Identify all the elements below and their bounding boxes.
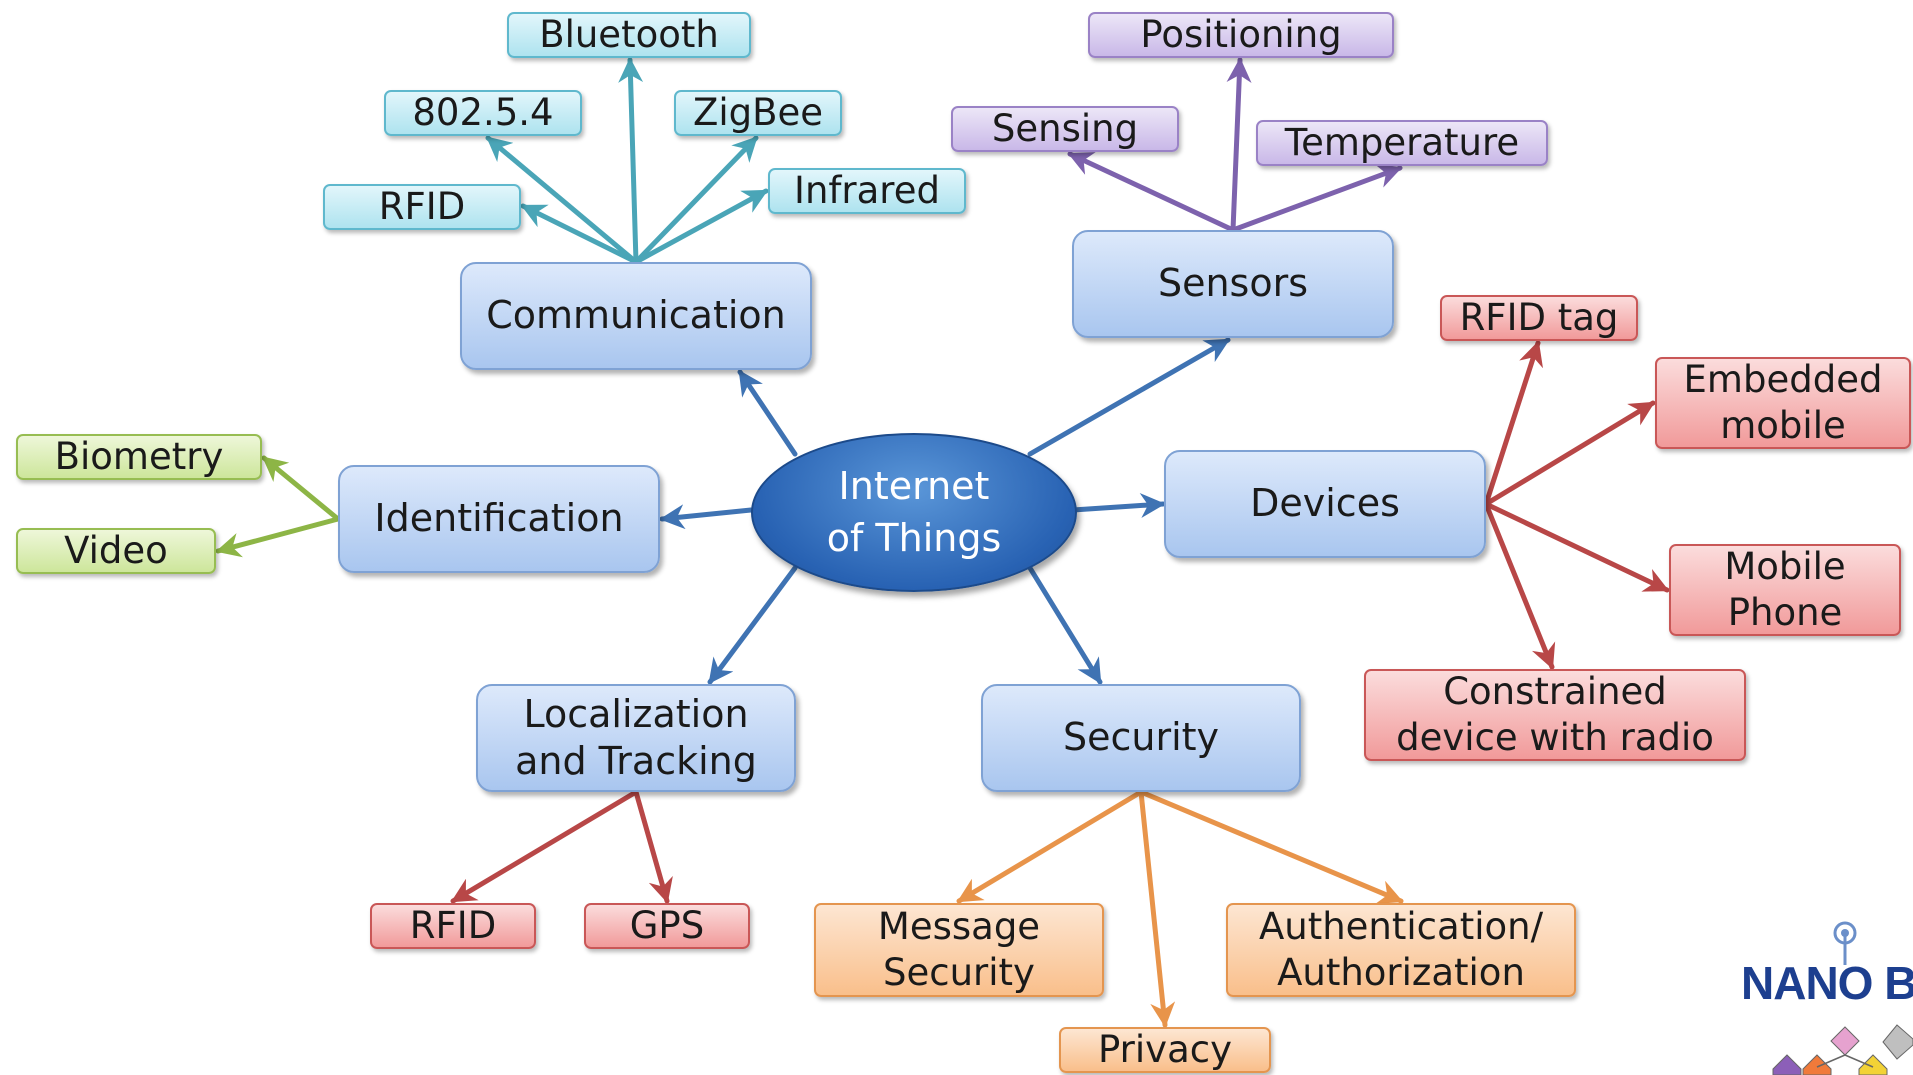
node-localization-and-tracking: Localization and Tracking	[476, 684, 796, 792]
arrow-communication-to-zigbee	[633, 135, 759, 265]
leaf-bluetooth: Bluetooth	[507, 12, 751, 58]
arrow-sensors-to-temperature	[1230, 164, 1403, 233]
node-sensors: Sensors	[1072, 230, 1394, 338]
arrow-localization-to-gps	[633, 789, 673, 904]
nanoblu-logo-text: NANO BLU	[1741, 957, 1913, 1009]
node-security: Security	[981, 684, 1301, 792]
leaf-zigbee: ZigBee	[674, 90, 842, 136]
arrow-hub-to-communication	[737, 369, 798, 457]
leaf-temperature: Temperature	[1256, 120, 1548, 166]
nanoblu-logo	[1772, 921, 1913, 1075]
arrow-communication-to-bluetooth	[618, 57, 644, 265]
arrow-security-to-message-security	[956, 789, 1144, 904]
node-communication: Communication	[460, 262, 812, 370]
leaf-infrared: Infrared	[768, 168, 966, 214]
leaf-biometry: Biometry	[16, 434, 262, 480]
arrow-hub-to-devices	[1070, 493, 1166, 518]
arrow-hub-to-localization	[707, 565, 798, 685]
arrow-communication-to-infrared	[633, 188, 769, 265]
leaf-positioning: Positioning	[1088, 12, 1394, 58]
leaf-sensing: Sensing	[951, 106, 1179, 152]
arrow-sensors-to-positioning	[1226, 57, 1252, 233]
arrow-security-to-privacy	[1138, 789, 1176, 1028]
arrow-localization-to-rfid	[450, 789, 639, 904]
arrow-communication-to-802-5-4	[485, 135, 639, 265]
leaf-message-security: Message Security	[814, 903, 1104, 997]
node-devices: Devices	[1164, 450, 1486, 558]
arrow-hub-to-security	[1027, 565, 1103, 685]
arrow-hub-to-sensors	[1027, 337, 1231, 457]
arrow-communication-to-rfid	[520, 203, 639, 265]
leaf-authentication-authorization: Authentication/ Authorization	[1226, 903, 1576, 997]
arrow-security-to-authentication	[1138, 789, 1404, 904]
arrow-sensors-to-sensing	[1067, 151, 1236, 233]
leaf-802-5-4: 802.5.4	[384, 90, 582, 136]
arrow-hub-to-identification	[659, 504, 754, 530]
leaf-embedded-mobile: Embedded mobile	[1655, 357, 1911, 449]
node-identification: Identification	[338, 465, 660, 573]
leaf-rfid-communication: RFID	[323, 184, 521, 230]
hub-internet-of-things: Internet of Things	[751, 433, 1077, 592]
leaf-gps: GPS	[584, 903, 750, 949]
arrow-devices-to-mobile-phone	[1483, 501, 1670, 593]
leaf-privacy: Privacy	[1059, 1027, 1271, 1073]
arrow-devices-to-embedded-mobile	[1483, 400, 1656, 507]
arrow-devices-to-rfid-tag	[1483, 340, 1543, 507]
leaf-mobile-phone: Mobile Phone	[1669, 544, 1901, 636]
arrow-identification-to-biometry	[261, 455, 341, 522]
leaf-rfid-tag: RFID tag	[1440, 295, 1638, 341]
arrow-identification-to-video	[215, 516, 341, 558]
arrow-devices-to-constrained-device	[1483, 501, 1556, 670]
leaf-rfid-localization: RFID	[370, 903, 536, 949]
leaf-constrained-device-with-radio: Constrained device with radio	[1364, 669, 1746, 761]
leaf-video: Video	[16, 528, 216, 574]
